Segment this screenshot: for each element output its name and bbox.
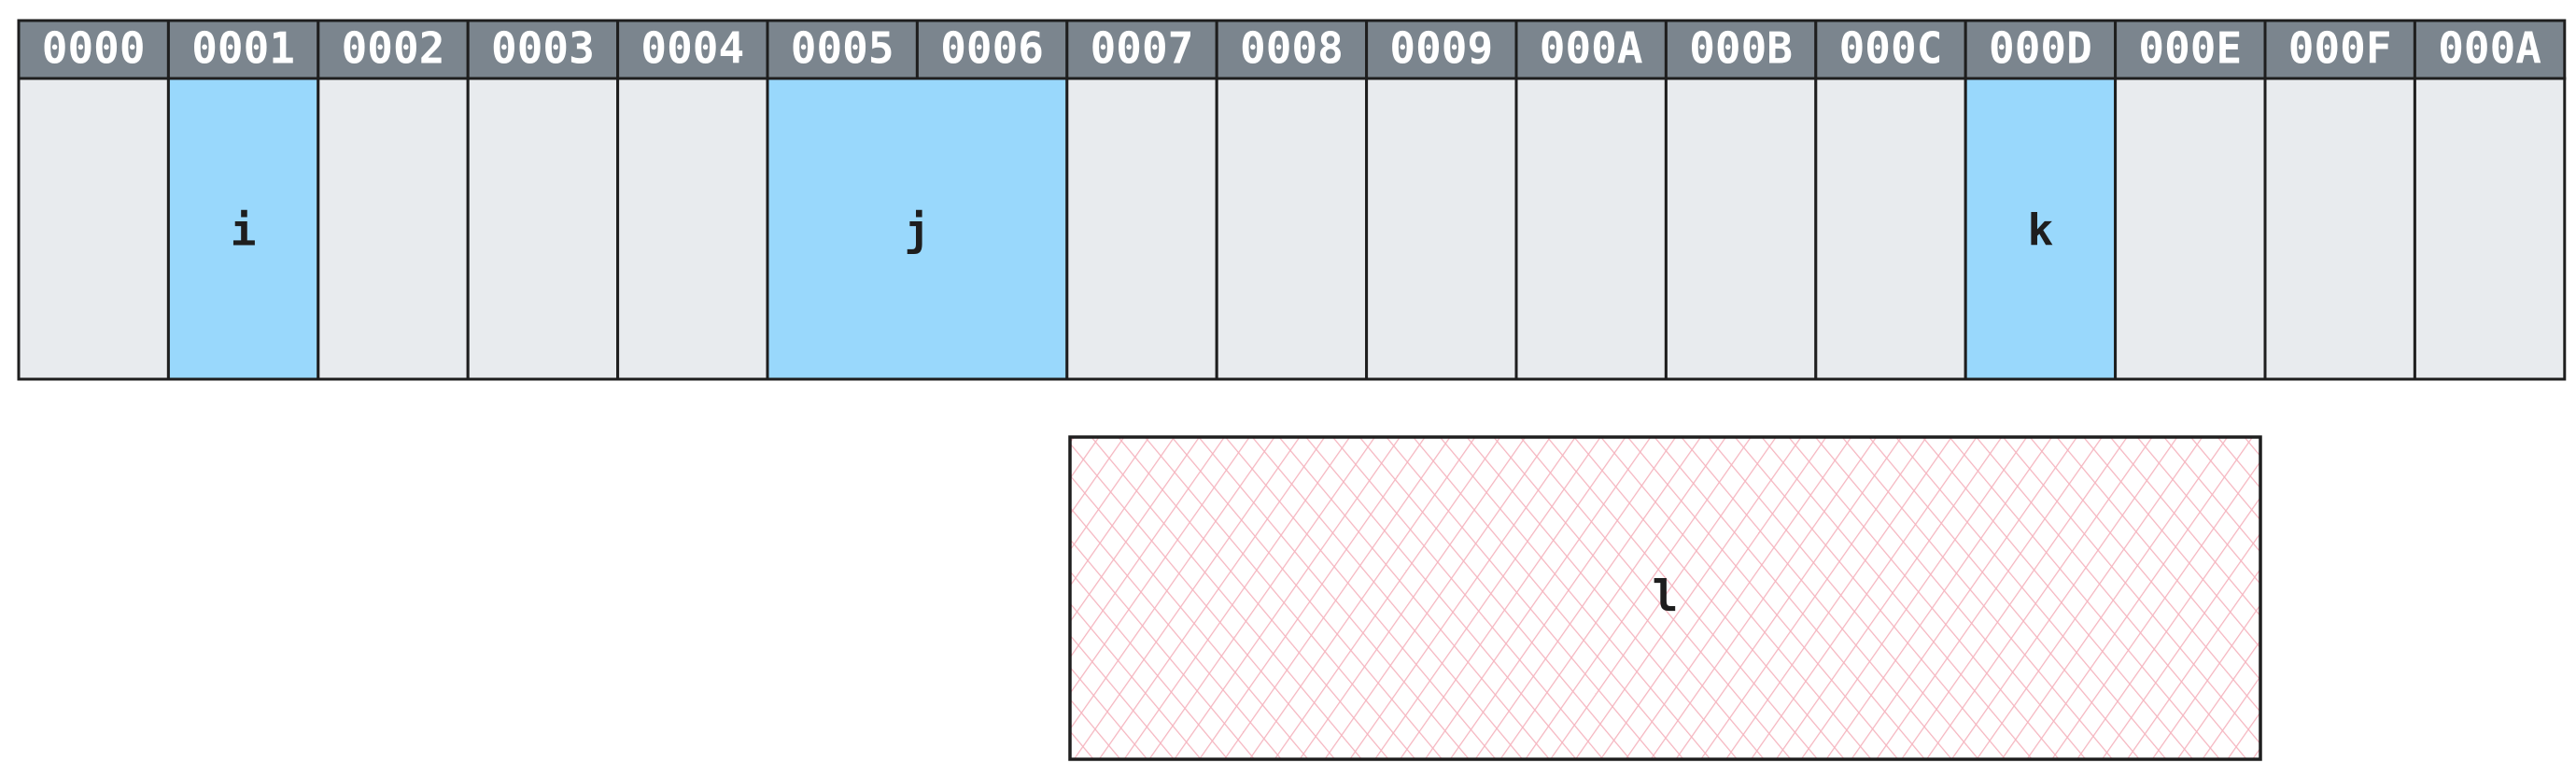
address-label: 000A [1540, 23, 1643, 74]
address-header: 0008 [1215, 19, 1369, 80]
address-header: 0001 [166, 19, 320, 80]
address-label: 000D [1989, 23, 2092, 74]
address-header: 000A [2413, 19, 2567, 80]
address-label: 0005 [791, 23, 894, 74]
address-label: 000E [2138, 23, 2242, 74]
address-header: 0004 [616, 19, 769, 80]
address-label: 0006 [940, 23, 1044, 74]
memory-cell-box [1065, 77, 1218, 381]
address-header: 000A [1514, 19, 1668, 80]
address-label: 0007 [1091, 23, 1194, 74]
memory-cell-box [17, 77, 170, 381]
address-label: 0009 [1389, 23, 1493, 74]
memory-cell [2114, 77, 2267, 381]
address-header-box [766, 19, 919, 80]
address-label: 000F [2288, 23, 2392, 74]
address-label: 0002 [342, 23, 445, 74]
address-header: 000D [1964, 19, 2118, 80]
address-header: 000C [1814, 19, 1967, 80]
address-label: 0004 [640, 23, 744, 74]
variable-label: i [231, 205, 257, 256]
address-header: 0006 [915, 19, 1069, 80]
memory-cell-j: j [766, 77, 1069, 381]
external-block: l [1068, 435, 2262, 761]
address-header-box [2413, 19, 2567, 80]
address-header: 000F [2263, 19, 2416, 80]
memory-cell-box [166, 77, 320, 381]
memory-cell-box [317, 77, 470, 381]
memory-cell [616, 77, 769, 381]
memory-cell [2413, 77, 2567, 381]
address-header: 0009 [1365, 19, 1518, 80]
address-header-box [17, 19, 170, 80]
address-header-box [1964, 19, 2118, 80]
memory-cell-box [1664, 77, 1818, 381]
memory-cell [317, 77, 470, 381]
memory-cell-box [1514, 77, 1668, 381]
address-label: 000B [1689, 23, 1793, 74]
address-header-box [1065, 19, 1218, 80]
memory-cell-box [766, 77, 1069, 381]
address-label: 0003 [491, 23, 595, 74]
address-header-row: 0000 0001 0002 0003 0004 0005 0006 0007 0008 0009… [17, 19, 2567, 80]
address-header: 0003 [466, 19, 620, 80]
variable-label: j [905, 205, 931, 256]
memory-cell-box [616, 77, 769, 381]
address-header: 000B [1664, 19, 1818, 80]
address-header-box [1365, 19, 1518, 80]
memory-cell [1514, 77, 1668, 381]
address-header: 0002 [317, 19, 470, 80]
address-header-box [1664, 19, 1818, 80]
memory-cell-row: i j k [17, 77, 2567, 381]
address-header-box [2263, 19, 2416, 80]
memory-cell-box [2114, 77, 2267, 381]
memory-cell-box [2413, 77, 2567, 381]
memory-cell [1365, 77, 1518, 381]
address-header: 0000 [17, 19, 170, 80]
memory-cell [1664, 77, 1818, 381]
memory-cell [1814, 77, 1967, 381]
memory-cell-k: k [1964, 77, 2118, 381]
memory-cell-box [1365, 77, 1518, 381]
address-header: 0007 [1065, 19, 1218, 80]
address-label: 000C [1839, 23, 1943, 74]
memory-cell-box [2263, 77, 2416, 381]
memory-cell [1065, 77, 1218, 381]
memory-cell [17, 77, 170, 381]
memory-cell [466, 77, 620, 381]
memory-cell-box [466, 77, 620, 381]
memory-cell [2263, 77, 2416, 381]
memory-cell-i: i [166, 77, 320, 381]
memory-cell-box [1814, 77, 1967, 381]
address-label: 0000 [42, 23, 146, 74]
external-block-border [1068, 435, 2262, 761]
address-header: 0005 [766, 19, 919, 80]
address-label: 000A [2438, 23, 2541, 74]
memory-cell-box [1215, 77, 1369, 381]
external-block-label: l [1653, 572, 1679, 622]
address-label: 0001 [191, 23, 295, 74]
memory-cell [1215, 77, 1369, 381]
address-header: 000E [2114, 19, 2267, 80]
variable-label: k [2028, 205, 2054, 256]
memory-cell-box [1964, 77, 2118, 381]
external-block-hatch [1070, 437, 2260, 759]
address-label: 0008 [1240, 23, 1344, 74]
